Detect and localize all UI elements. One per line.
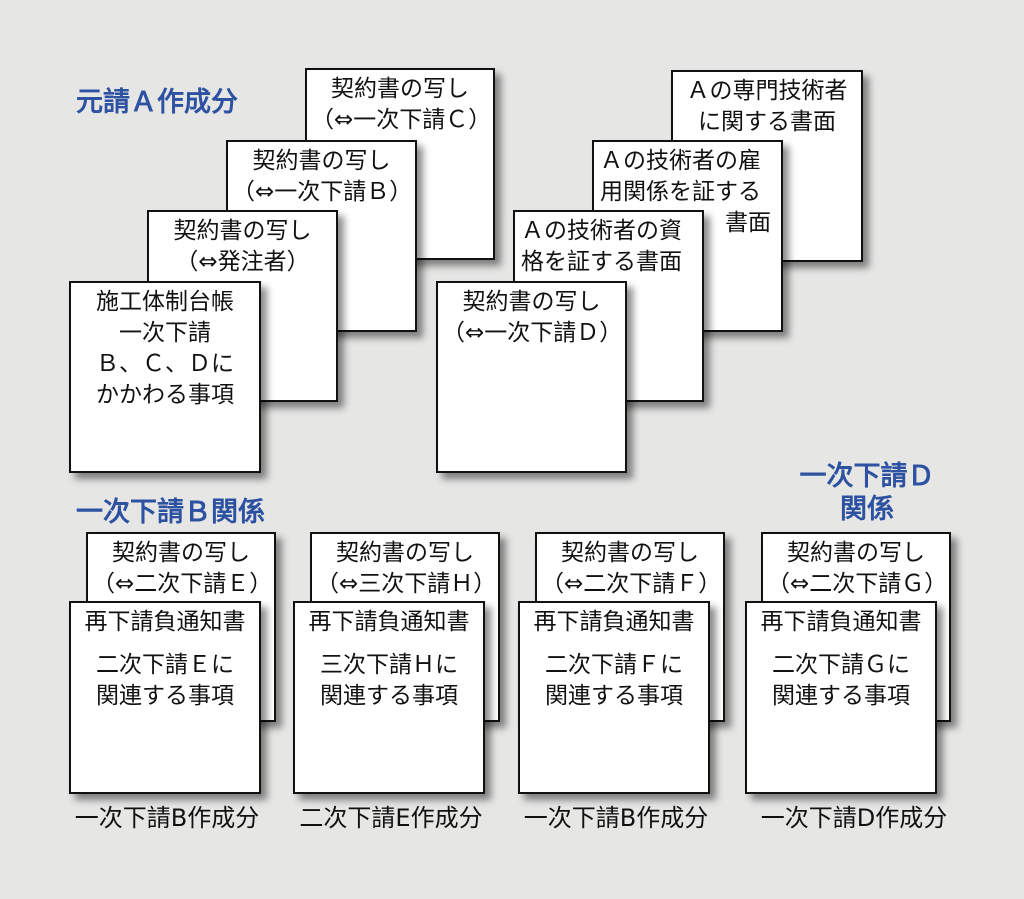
card-line: 契約書の写し bbox=[173, 218, 312, 244]
card-title: 再下請負通知書 bbox=[760, 609, 922, 635]
card-resubcontract-notice-f: 再下請負通知書 二次下請Ｆに 関連する事項 bbox=[518, 601, 710, 794]
card-line: （⇔三次下請Ｈ） bbox=[316, 571, 497, 597]
card-spacer bbox=[751, 638, 931, 650]
card-spacer bbox=[299, 638, 479, 650]
card-line: 関連する事項 bbox=[772, 683, 910, 709]
card-line: 契約書の写し bbox=[112, 540, 250, 566]
card-line: 関連する事項 bbox=[545, 683, 683, 709]
card-line: （⇔一次下請Ｃ） bbox=[311, 107, 492, 133]
card-line: Ｂ、Ｃ、Ｄに bbox=[96, 351, 234, 377]
heading-ichiji-d: 一次下請Ｄ 関係 bbox=[772, 460, 962, 526]
card-spacer bbox=[524, 638, 704, 650]
heading-ichiji-d-line1: 一次下請Ｄ bbox=[799, 461, 935, 492]
card-line: （⇔一次下請Ｄ） bbox=[442, 320, 623, 346]
card-line: （⇔二次下請Ｅ） bbox=[92, 571, 273, 597]
card-line: Ａの技術者の雇 bbox=[600, 148, 761, 174]
card-construction-ledger: 施工体制台帳 一次下請 Ｂ、Ｃ、Ｄに かかわる事項 bbox=[69, 281, 261, 473]
card-line: 関連する事項 bbox=[320, 683, 458, 709]
card-line: 二次下請Ｆに bbox=[545, 652, 683, 678]
card-line: 契約書の写し bbox=[561, 540, 699, 566]
card-line: 契約書の写し bbox=[252, 148, 391, 174]
heading-ichiji-b: 一次下請Ｂ関係 bbox=[76, 497, 265, 528]
card-resubcontract-notice-g: 再下請負通知書 二次下請Ｇに 関連する事項 bbox=[745, 601, 937, 794]
card-line: 二次下請Ｅに bbox=[96, 652, 234, 678]
card-line: （⇔二次下請Ｆ） bbox=[541, 571, 722, 597]
card-line: 格を証する書面 bbox=[521, 249, 682, 275]
card-line: 一次下請 bbox=[119, 320, 211, 346]
card-spacer bbox=[75, 638, 255, 650]
card-line: 契約書の写し bbox=[462, 289, 601, 315]
caption-group-2: 二次下請E作成分 bbox=[299, 804, 483, 832]
card-resubcontract-notice-h: 再下請負通知書 三次下請Ｈに 関連する事項 bbox=[293, 601, 485, 794]
caption-group-4: 一次下請D作成分 bbox=[760, 804, 948, 832]
heading-motouke-a: 元請Ａ作成分 bbox=[76, 87, 238, 118]
card-line: 契約書の写し bbox=[336, 540, 474, 566]
card-line: （⇔一次下請Ｂ） bbox=[232, 179, 413, 205]
caption-group-1: 一次下請B作成分 bbox=[74, 804, 260, 832]
card-title: 再下請負通知書 bbox=[84, 609, 246, 635]
card-line: かかわる事項 bbox=[96, 382, 234, 408]
caption-group-3: 一次下請B作成分 bbox=[523, 804, 709, 832]
card-line: Ａの技術者の資 bbox=[521, 218, 682, 244]
card-line: 書面 bbox=[725, 210, 771, 236]
card-line: （⇔発注者） bbox=[175, 249, 310, 275]
card-line: （⇔二次下請Ｇ） bbox=[767, 571, 948, 597]
card-title: 再下請負通知書 bbox=[533, 609, 695, 635]
card-line: に関する書面 bbox=[698, 109, 836, 135]
card-line: 施工体制台帳 bbox=[96, 289, 234, 315]
card-contract-d: 契約書の写し （⇔一次下請Ｄ） bbox=[436, 281, 627, 473]
card-resubcontract-notice-e: 再下請負通知書 二次下請Ｅに 関連する事項 bbox=[69, 601, 261, 794]
card-line: 関連する事項 bbox=[96, 683, 234, 709]
heading-ichiji-d-line2: 関係 bbox=[840, 494, 894, 525]
card-line: 二次下請Ｇに bbox=[772, 652, 910, 678]
card-line: 三次下請Ｈに bbox=[320, 652, 458, 678]
card-line: 用関係を証する bbox=[600, 179, 761, 205]
card-line: Ａの専門技術者 bbox=[686, 78, 848, 104]
card-line: 契約書の写し bbox=[331, 76, 469, 102]
card-line: 契約書の写し bbox=[787, 540, 925, 566]
card-title: 再下請負通知書 bbox=[308, 609, 470, 635]
